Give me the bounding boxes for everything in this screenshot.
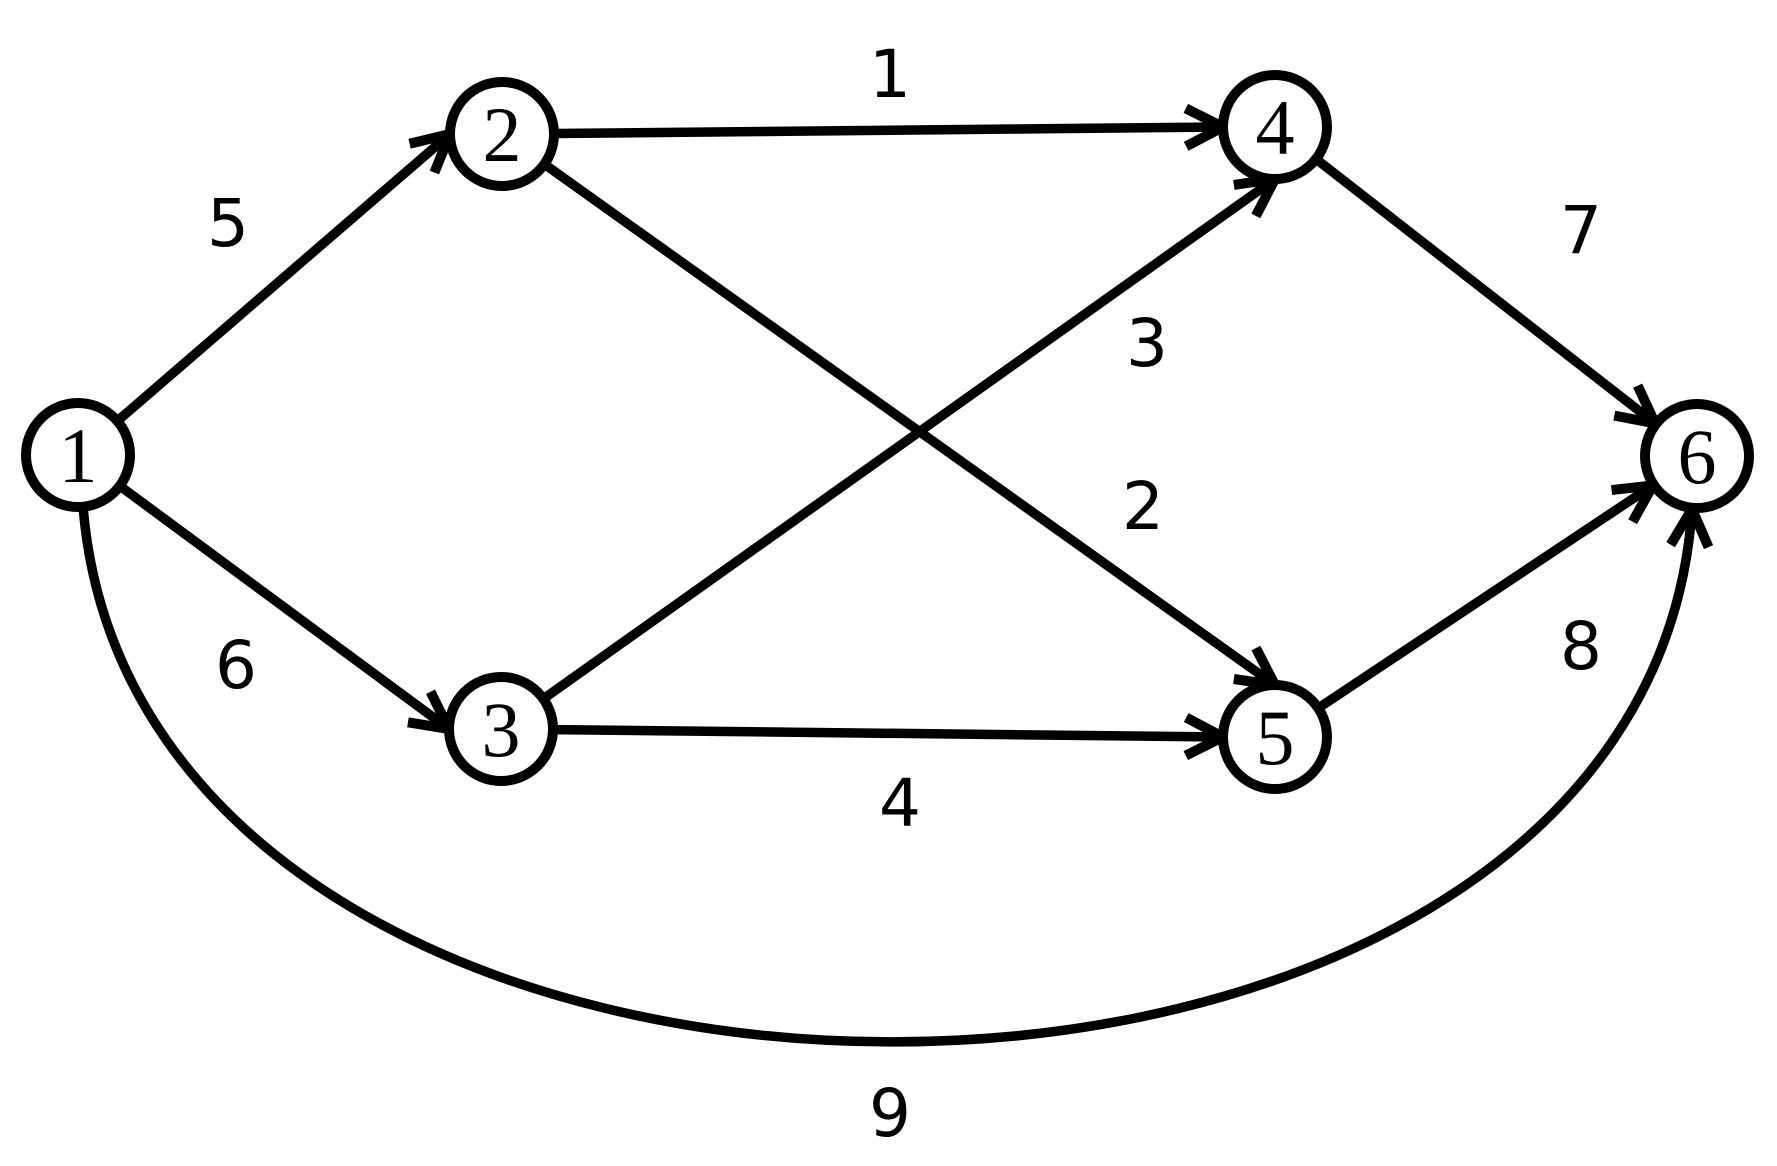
edge-weight-label-2-4: 1 bbox=[869, 36, 911, 113]
graph-node-2 bbox=[445, 77, 559, 191]
graph-node-5 bbox=[1218, 680, 1332, 794]
edge-1-2 bbox=[114, 134, 450, 424]
edge-weight-label-1-3: 6 bbox=[215, 627, 257, 704]
edge-layer bbox=[78, 127, 1692, 1047]
edge-2-4 bbox=[554, 127, 1223, 134]
node-label-4: 4 bbox=[1256, 84, 1295, 171]
node-layer: 1 2 3 4 5 6 bbox=[21, 70, 1754, 794]
edge-1-3 bbox=[117, 482, 449, 730]
node-label-6: 6 bbox=[1678, 413, 1717, 500]
edge-2-5 bbox=[542, 160, 1275, 685]
node-label-1: 1 bbox=[59, 412, 98, 499]
edge-label-layer: 5 6 1 2 3 4 7 8 9 bbox=[207, 36, 1602, 1152]
edge-3-4 bbox=[541, 179, 1275, 703]
graph-node-6 bbox=[1640, 399, 1754, 513]
edge-weight-label-5-6: 8 bbox=[1560, 608, 1602, 685]
edge-weight-label-4-6: 7 bbox=[1560, 192, 1602, 269]
edge-3-5 bbox=[553, 730, 1223, 737]
node-label-2: 2 bbox=[483, 91, 522, 178]
edge-1-6 bbox=[78, 506, 1692, 1047]
graph-node-3 bbox=[444, 672, 558, 786]
edge-weight-label-3-4: 3 bbox=[1126, 305, 1168, 382]
edge-weight-label-2-5: 2 bbox=[1122, 468, 1164, 545]
graph-node-1 bbox=[21, 398, 135, 512]
node-label-3: 3 bbox=[482, 686, 521, 773]
edge-5-6 bbox=[1316, 485, 1653, 712]
edge-weight-label-3-5: 4 bbox=[879, 765, 921, 842]
edge-weight-label-1-2: 5 bbox=[207, 185, 249, 262]
edge-4-6 bbox=[1313, 155, 1655, 424]
node-label-5: 5 bbox=[1256, 694, 1295, 781]
graph-node-4 bbox=[1218, 70, 1332, 184]
edge-weight-label-1-6: 9 bbox=[869, 1075, 911, 1152]
